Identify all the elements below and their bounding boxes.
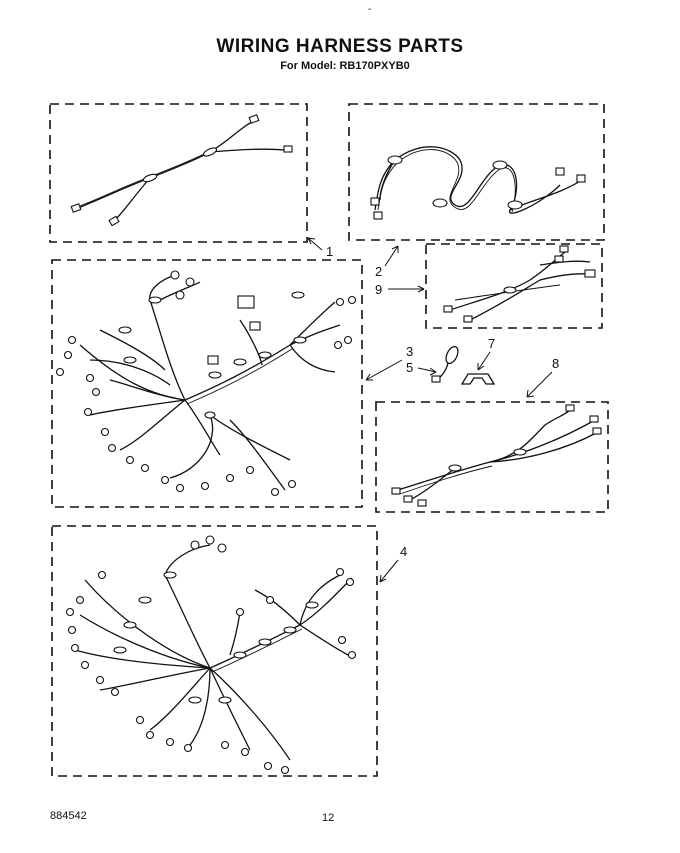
harness-8-panel bbox=[375, 401, 609, 513]
harness-9-panel bbox=[425, 243, 603, 329]
harness-3-panel bbox=[51, 259, 363, 508]
callout-3-label: 3 bbox=[406, 344, 413, 359]
callout-8-label: 8 bbox=[552, 356, 559, 371]
harness-3-box bbox=[51, 259, 363, 508]
page-title: WIRING HARNESS PARTS bbox=[216, 36, 464, 57]
callout-7-label: 7 bbox=[488, 336, 495, 351]
harness-2-box bbox=[348, 103, 605, 241]
document-number: 884542 bbox=[50, 810, 87, 822]
model-subtitle: For Model: RB170PXYB0 bbox=[280, 60, 410, 72]
callout-1-label: 1 bbox=[326, 244, 333, 259]
top-mark: - bbox=[368, 4, 372, 15]
callout-9: 9 bbox=[375, 282, 425, 297]
part-5-clip bbox=[431, 345, 459, 383]
harness-1-box bbox=[49, 103, 308, 243]
callout-2-label: 2 bbox=[375, 264, 382, 279]
harness-4-panel bbox=[51, 525, 378, 777]
callout-5-label: 5 bbox=[406, 360, 413, 375]
callout-4-label: 4 bbox=[400, 544, 407, 559]
callout-2: 2 bbox=[375, 245, 399, 279]
harness-1-panel bbox=[49, 103, 308, 243]
harness-8-box bbox=[375, 401, 609, 513]
callout-1: 1 bbox=[307, 237, 333, 259]
callout-3: 3 bbox=[365, 344, 413, 381]
callout-4: 4 bbox=[379, 544, 407, 583]
harness-2-panel bbox=[348, 103, 605, 241]
callout-7: 7 bbox=[477, 336, 495, 371]
callout-5: 5 bbox=[406, 360, 437, 376]
page-number: 12 bbox=[322, 812, 335, 824]
harness-4-box bbox=[51, 525, 378, 777]
part-7-bracket bbox=[460, 373, 496, 385]
harness-9-box bbox=[425, 243, 603, 329]
callout-9-label: 9 bbox=[375, 282, 382, 297]
callout-8: 8 bbox=[526, 356, 559, 398]
